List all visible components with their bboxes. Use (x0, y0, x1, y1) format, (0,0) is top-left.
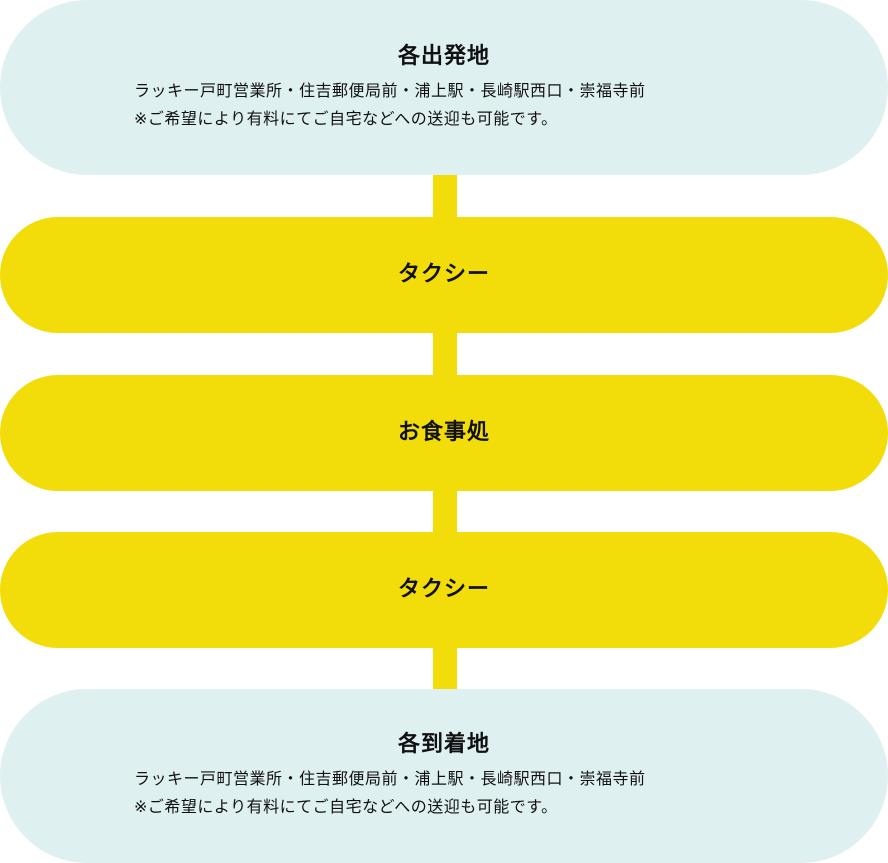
connector-start-to-step1 (433, 170, 457, 222)
end-title: 各到着地 (397, 732, 490, 757)
connector-step2-to-step3 (433, 486, 457, 538)
start-note: ※ご希望により有料にてご自宅などへの送迎も可能です。 (134, 108, 558, 128)
step-node-taxi-1: タクシー (0, 217, 888, 333)
step-node-restaurant: お食事処 (0, 375, 888, 491)
step-label: タクシー (397, 262, 490, 287)
end-locations: ラッキー戸町営業所・住吉郵便局前・浦上駅・長崎駅西口・崇福寺前 (134, 769, 646, 788)
connector-step1-to-step2 (433, 328, 457, 380)
step-node-taxi-2: タクシー (0, 532, 888, 648)
end-node: 各到着地 ラッキー戸町営業所・住吉郵便局前・浦上駅・長崎駅西口・崇福寺前 ※ご希… (0, 689, 888, 863)
start-locations: ラッキー戸町営業所・住吉郵便局前・浦上駅・長崎駅西口・崇福寺前 (134, 80, 646, 100)
step-label: タクシー (397, 577, 490, 602)
connector-step3-to-end (433, 643, 457, 695)
step-label: お食事処 (397, 420, 490, 445)
start-node: 各出発地 ラッキー戸町営業所・住吉郵便局前・浦上駅・長崎駅西口・崇福寺前 ※ご希… (0, 0, 888, 175)
end-note: ※ご希望により有料にてご自宅などへの送迎も可能です。 (134, 797, 558, 816)
start-title: 各出発地 (397, 43, 490, 69)
